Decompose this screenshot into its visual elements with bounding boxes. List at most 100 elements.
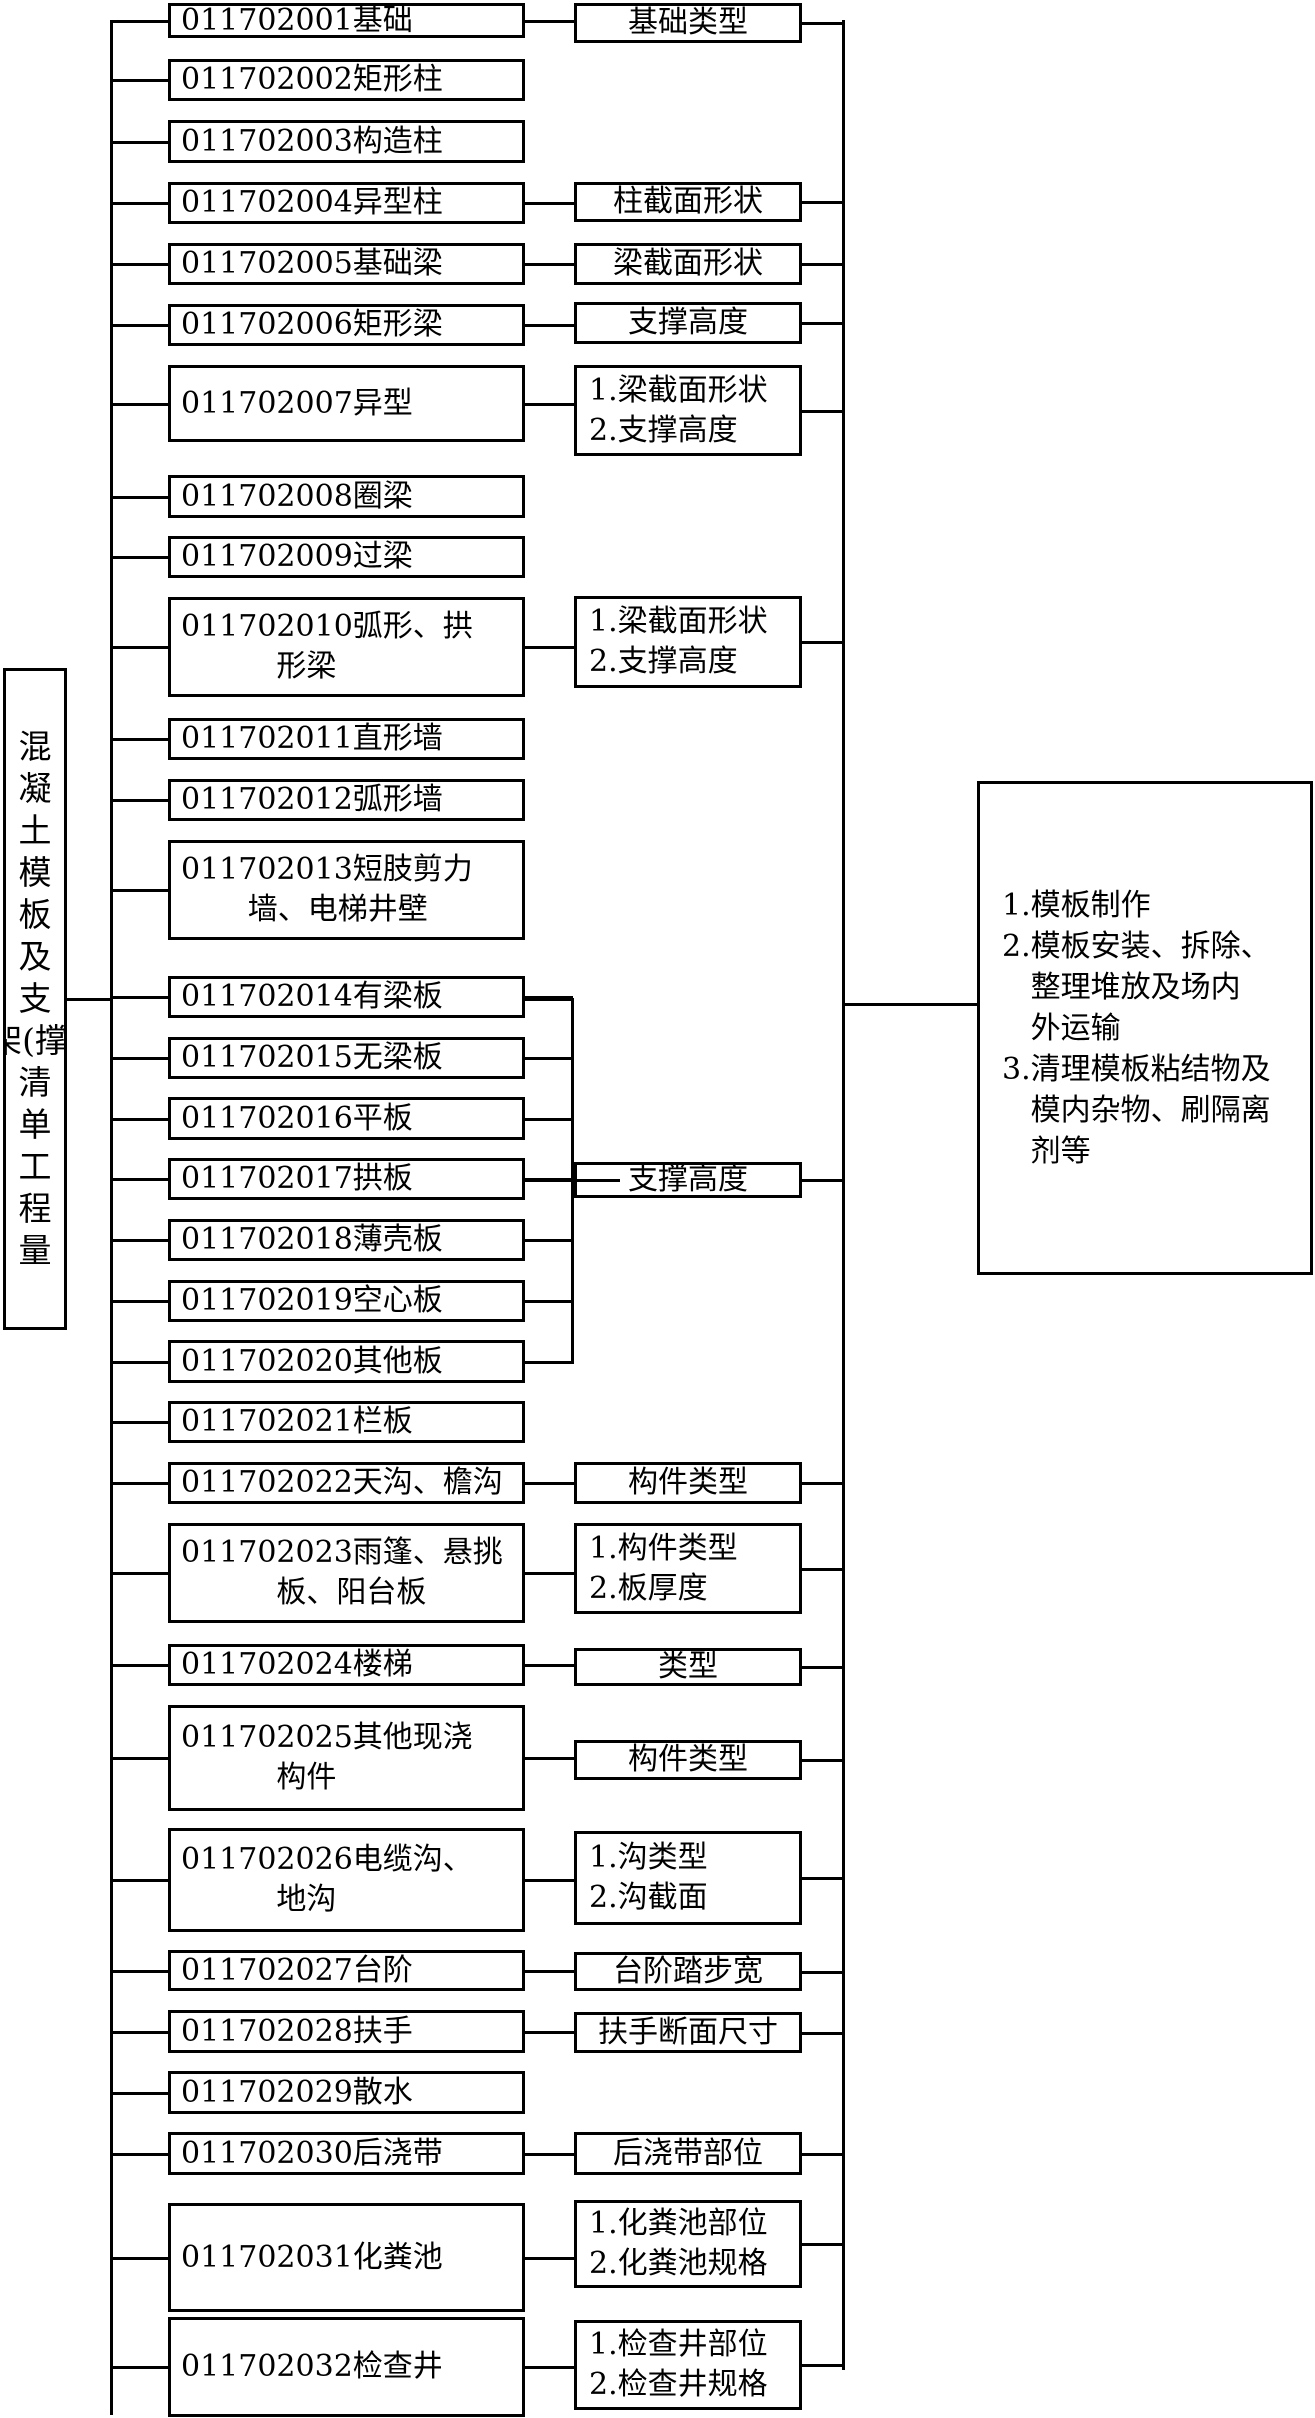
right-link-011702030 bbox=[802, 2153, 842, 2156]
item-011702016-text: 011702016平板 bbox=[181, 1100, 413, 1136]
branch-line-011702019 bbox=[110, 1300, 168, 1303]
item-011702010-text: 011702010弧形、拱 形梁 bbox=[181, 609, 473, 684]
attr-011702023-text: 1.构件类型 2.板厚度 bbox=[589, 1530, 738, 1606]
item-011702003: 011702003构造柱 bbox=[168, 120, 525, 163]
item-011702011: 011702011直形墙 bbox=[168, 718, 525, 760]
attr-011702025: 构件类型 bbox=[574, 1740, 802, 1780]
item-011702027-text: 011702027台阶 bbox=[181, 1952, 413, 1988]
branch-line-011702029 bbox=[110, 2092, 168, 2095]
right-link-011702032 bbox=[802, 2364, 842, 2367]
link-line-011702001 bbox=[525, 20, 574, 23]
slab-tick-011702018 bbox=[525, 1239, 573, 1242]
branch-line-011702023 bbox=[110, 1572, 168, 1575]
item-011702031-text: 011702031化粪池 bbox=[181, 2239, 443, 2275]
attr-011702024: 类型 bbox=[574, 1648, 802, 1686]
left-trunk-line bbox=[110, 20, 113, 2415]
link-line-011702006 bbox=[525, 324, 574, 327]
item-011702006: 011702006矩形梁 bbox=[168, 304, 525, 346]
item-011702031: 011702031化粪池 bbox=[168, 2203, 525, 2312]
item-011702008-text: 011702008圈梁 bbox=[181, 478, 413, 514]
branch-line-011702016 bbox=[110, 1118, 168, 1121]
attr-011702026-text: 1.沟类型 2.沟截面 bbox=[589, 1840, 708, 1915]
item-011702022-text: 011702022天沟、檐沟 bbox=[181, 1465, 503, 1500]
branch-line-011702013 bbox=[110, 889, 168, 892]
link-line-011702007 bbox=[525, 403, 574, 406]
branch-line-011702010 bbox=[110, 646, 168, 649]
branch-line-011702014 bbox=[110, 996, 168, 999]
right-link-011702001 bbox=[802, 22, 842, 25]
item-011702006-text: 011702006矩形梁 bbox=[181, 307, 443, 342]
branch-line-011702006 bbox=[110, 324, 168, 327]
attr-011702028: 扶手断面尺寸 bbox=[574, 2012, 802, 2053]
root-node: 混 凝 土 模 板 及 支 架(撑) 清 单 工 程 量 bbox=[3, 668, 67, 1330]
content-connector-line bbox=[842, 1003, 977, 1006]
item-011702029-text: 011702029散水 bbox=[181, 2074, 413, 2110]
attr-011702005: 梁截面形状 bbox=[574, 243, 802, 285]
right-link-011702023 bbox=[802, 1568, 842, 1571]
attr-011702031: 1.化粪池部位 2.化粪池规格 bbox=[574, 2200, 802, 2288]
item-011702022: 011702022天沟、檐沟 bbox=[168, 1462, 525, 1504]
branch-line-011702022 bbox=[110, 1482, 168, 1485]
attr-011702010-text: 1.梁截面形状 2.支撑高度 bbox=[589, 604, 768, 679]
item-011702017-text: 011702017拱板 bbox=[181, 1161, 413, 1196]
attr-011702007: 1.梁截面形状 2.支撑高度 bbox=[574, 365, 802, 456]
right-link-011702026 bbox=[802, 1877, 842, 1880]
branch-line-011702020 bbox=[110, 1361, 168, 1364]
branch-line-011702030 bbox=[110, 2153, 168, 2156]
link-line-011702022 bbox=[525, 1482, 574, 1485]
attr-011702010: 1.梁截面形状 2.支撑高度 bbox=[574, 596, 802, 688]
item-011702003-text: 011702003构造柱 bbox=[181, 123, 443, 159]
attr-011702024-text: 类型 bbox=[658, 1649, 718, 1684]
item-011702015-text: 011702015无梁板 bbox=[181, 1040, 443, 1075]
branch-line-011702032 bbox=[110, 2366, 168, 2369]
work-content-box: 1.模板制作 2.模板安装、拆除、 整理堆放及场内 外运输 3.清理模板粘结物及… bbox=[977, 781, 1313, 1275]
attr-011702032: 1.检查井部位 2.检查井规格 bbox=[574, 2320, 802, 2410]
branch-line-011702012 bbox=[110, 799, 168, 802]
item-011702026-text: 011702026电缆沟、 地沟 bbox=[181, 1842, 473, 1917]
slab-tick-011702017 bbox=[525, 1178, 573, 1181]
attr-011702028-text: 扶手断面尺寸 bbox=[598, 2014, 778, 2050]
attr-011702001: 基础类型 bbox=[574, 3, 802, 43]
item-011702030: 011702030后浇带 bbox=[168, 2132, 525, 2175]
item-011702019-text: 011702019空心板 bbox=[181, 1283, 443, 1318]
root-connector-line bbox=[67, 998, 112, 1001]
right-link-011702027 bbox=[802, 1971, 842, 1974]
attr-slabs-text: 支撑高度 bbox=[628, 1162, 748, 1197]
right-link-011702010 bbox=[802, 641, 842, 644]
right-link-slabs bbox=[802, 1179, 842, 1182]
branch-line-011702015 bbox=[110, 1057, 168, 1060]
link-line-011702004 bbox=[525, 202, 574, 205]
branch-line-011702004 bbox=[110, 202, 168, 205]
item-011702014-text: 011702014有梁板 bbox=[181, 979, 443, 1014]
attr-011702030: 后浇带部位 bbox=[574, 2132, 802, 2175]
branch-line-011702018 bbox=[110, 1239, 168, 1242]
item-011702004-text: 011702004异型柱 bbox=[181, 185, 443, 220]
item-011702010: 011702010弧形、拱 形梁 bbox=[168, 597, 525, 697]
slab-tick-011702014 bbox=[525, 996, 573, 999]
attr-011702006: 支撑高度 bbox=[574, 302, 802, 344]
attr-011702031-text: 1.化粪池部位 2.化粪池规格 bbox=[589, 2206, 768, 2281]
branch-line-011702028 bbox=[110, 2031, 168, 2034]
right-link-011702031 bbox=[802, 2243, 842, 2246]
item-011702023: 011702023雨篷、悬挑 板、阳台板 bbox=[168, 1523, 525, 1623]
item-011702028-text: 011702028扶手 bbox=[181, 2013, 413, 2049]
branch-line-011702011 bbox=[110, 738, 168, 741]
item-011702029: 011702029散水 bbox=[168, 2071, 525, 2114]
item-011702011-text: 011702011直形墙 bbox=[181, 721, 443, 756]
attr-011702023: 1.构件类型 2.板厚度 bbox=[574, 1523, 802, 1614]
attr-011702022: 构件类型 bbox=[574, 1462, 802, 1504]
branch-line-011702002 bbox=[110, 79, 168, 82]
branch-line-011702005 bbox=[110, 263, 168, 266]
item-011702013-text: 011702013短肢剪力 墙、电梯井壁 bbox=[181, 852, 473, 927]
branch-line-011702027 bbox=[110, 1970, 168, 1973]
right-link-011702006 bbox=[802, 322, 842, 325]
item-011702005-text: 011702005基础梁 bbox=[181, 246, 443, 281]
attr-011702005-text: 梁截面形状 bbox=[613, 246, 763, 281]
item-011702002: 011702002矩形柱 bbox=[168, 59, 525, 101]
link-line-011702024 bbox=[525, 1664, 574, 1667]
item-011702020-text: 011702020其他板 bbox=[181, 1343, 443, 1379]
link-line-011702027 bbox=[525, 1970, 574, 1973]
item-011702016: 011702016平板 bbox=[168, 1097, 525, 1140]
item-011702015: 011702015无梁板 bbox=[168, 1037, 525, 1079]
